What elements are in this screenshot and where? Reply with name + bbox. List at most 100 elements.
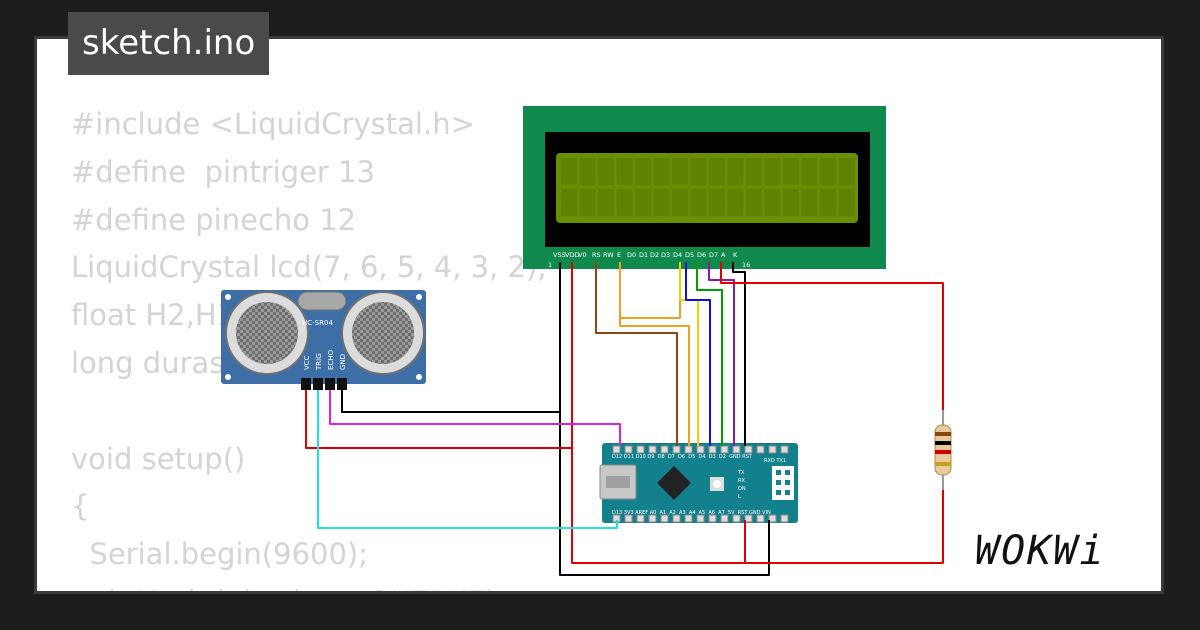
code-line: #define pinecho 12: [71, 202, 357, 237]
nano-bottom-header: [612, 514, 789, 523]
wire-lcd-e: [619, 318, 690, 446]
header-pin[interactable]: [768, 445, 777, 454]
lcd-character-cell: [635, 189, 651, 216]
wire-sensor-vcc: [305, 390, 572, 449]
header-pin[interactable]: [732, 514, 741, 523]
header-pin[interactable]: [612, 445, 621, 454]
code-line: {: [71, 489, 90, 524]
code-line: #include <LiquidCrystal.h>: [71, 107, 475, 141]
code-line: long duras: [71, 345, 225, 380]
header-pin[interactable]: [672, 514, 681, 523]
header-pin[interactable]: [708, 445, 717, 454]
wire-sensor-trig: [317, 390, 618, 529]
code-line: #define pintriger 13: [71, 154, 375, 189]
lcd-character-cell: [653, 158, 670, 185]
lcd-character-cell: [727, 189, 744, 216]
wire-sensor-gnd: [341, 390, 560, 413]
wire-lcd-a: [720, 262, 944, 410]
header-pin[interactable]: [660, 514, 669, 523]
header-pin[interactable]: [696, 445, 705, 454]
header-pin[interactable]: [744, 445, 753, 454]
header-pin[interactable]: [732, 445, 741, 454]
header-pin[interactable]: [756, 514, 765, 523]
header-pin[interactable]: [756, 445, 765, 454]
nano-top-pin-labels: D12 D11 D10 D9 D8 D7 D6 D5 D4 D3 D2 GND …: [612, 454, 753, 460]
lcd-character-cell: [820, 158, 836, 185]
header-pin[interactable]: [648, 445, 657, 454]
lcd-character-cell: [709, 158, 725, 185]
lcd-character-cell: [561, 189, 577, 216]
lcd-character-cell: [764, 189, 781, 216]
header-pin[interactable]: [672, 445, 681, 454]
sensor-pins: [301, 378, 347, 390]
arduino-nano[interactable]: D12 D11 D10 D9 D8 D7 D6 D5 D4 D3 D2 GND …: [599, 443, 798, 523]
lcd-character-cell: [709, 189, 725, 216]
wokwi-logo: WOKWi: [975, 528, 1106, 574]
header-pin[interactable]: [720, 445, 729, 454]
header-pin[interactable]: [624, 514, 633, 523]
lcd-pin-label: D3: [661, 251, 670, 259]
lcd-character-cell: [635, 158, 651, 185]
lcd-pin-label: E: [617, 251, 621, 259]
resistor[interactable]: [934, 410, 952, 490]
wire-lcd-d5: [685, 262, 711, 446]
lcd-character-grid: [561, 158, 855, 216]
lcd-character-cell: [598, 158, 614, 185]
lcd-character-cell: [672, 158, 688, 185]
wire-sensor-echo: [329, 390, 621, 446]
lcd-character-cell: [598, 189, 614, 216]
sensor-pin-label: ECHO: [327, 349, 335, 370]
nano-side-label: TX: [737, 470, 745, 476]
lcd-pin-label: D6: [697, 251, 706, 259]
lcd-pin-label: RS: [592, 251, 601, 259]
microcontroller-chip: [657, 466, 691, 500]
lcd-pin-label: K: [733, 251, 738, 259]
nano-top-header: [612, 445, 789, 454]
lcd-character-cell: [727, 158, 744, 185]
header-pin[interactable]: [708, 514, 717, 523]
wires: [305, 262, 944, 576]
wire-lcd-vss-gnd: [559, 262, 770, 576]
crystal-oscillator: [297, 291, 347, 311]
lcd-pin-label: RW: [603, 251, 614, 259]
code-preview: #include <LiquidCrystal.h> #define pintr…: [71, 101, 547, 591]
header-pin[interactable]: [648, 514, 657, 523]
lcd-character-cell: [579, 189, 596, 216]
header-pin[interactable]: [636, 445, 645, 454]
lcd-pin-first-label: 1: [548, 261, 552, 269]
lcd-display[interactable]: 1 16 VSS VDD V0 RS RW E D0 D1 D2 D3 D4 D…: [523, 106, 886, 269]
lcd-character-cell: [764, 158, 781, 185]
header-pin[interactable]: [684, 445, 693, 454]
nano-side-label: RX: [738, 478, 745, 484]
lcd-pin-label: D0: [627, 251, 636, 259]
lcd-character-cell: [746, 158, 762, 185]
lcd-pin-last-label: 16: [742, 261, 750, 269]
lcd-character-cell: [820, 189, 836, 216]
header-pin[interactable]: [660, 445, 669, 454]
lcd-character-cell: [838, 189, 855, 216]
header-pin[interactable]: [744, 514, 753, 523]
wire-lcd-k: [732, 262, 746, 446]
lcd-character-cell: [783, 189, 799, 216]
file-tab[interactable]: sketch.ino: [68, 12, 270, 75]
header-pin[interactable]: [684, 514, 693, 523]
header-pin[interactable]: [624, 445, 633, 454]
lcd-character-cell: [653, 189, 670, 216]
lcd-pin-label: D7: [709, 251, 718, 259]
nano-header-label: RXD TX1: [764, 458, 786, 464]
wire-lcd-d6: [696, 262, 723, 446]
nano-side-label: L: [738, 494, 741, 500]
sensor-pin-label: TRIG: [315, 353, 323, 371]
header-pin[interactable]: [780, 514, 789, 523]
lcd-pin-label: D5: [685, 251, 694, 259]
hc-sr04-sensor[interactable]: HC-SR04 VCC TRIG ECHO GND: [221, 290, 426, 390]
lcd-character-cell: [690, 158, 707, 185]
header-pin[interactable]: [768, 514, 777, 523]
header-pin[interactable]: [720, 514, 729, 523]
header-pin[interactable]: [780, 445, 789, 454]
nano-side-label: ON: [738, 486, 746, 492]
header-pin[interactable]: [636, 514, 645, 523]
header-pin[interactable]: [696, 514, 705, 523]
lcd-pin-label: D2: [650, 251, 659, 259]
